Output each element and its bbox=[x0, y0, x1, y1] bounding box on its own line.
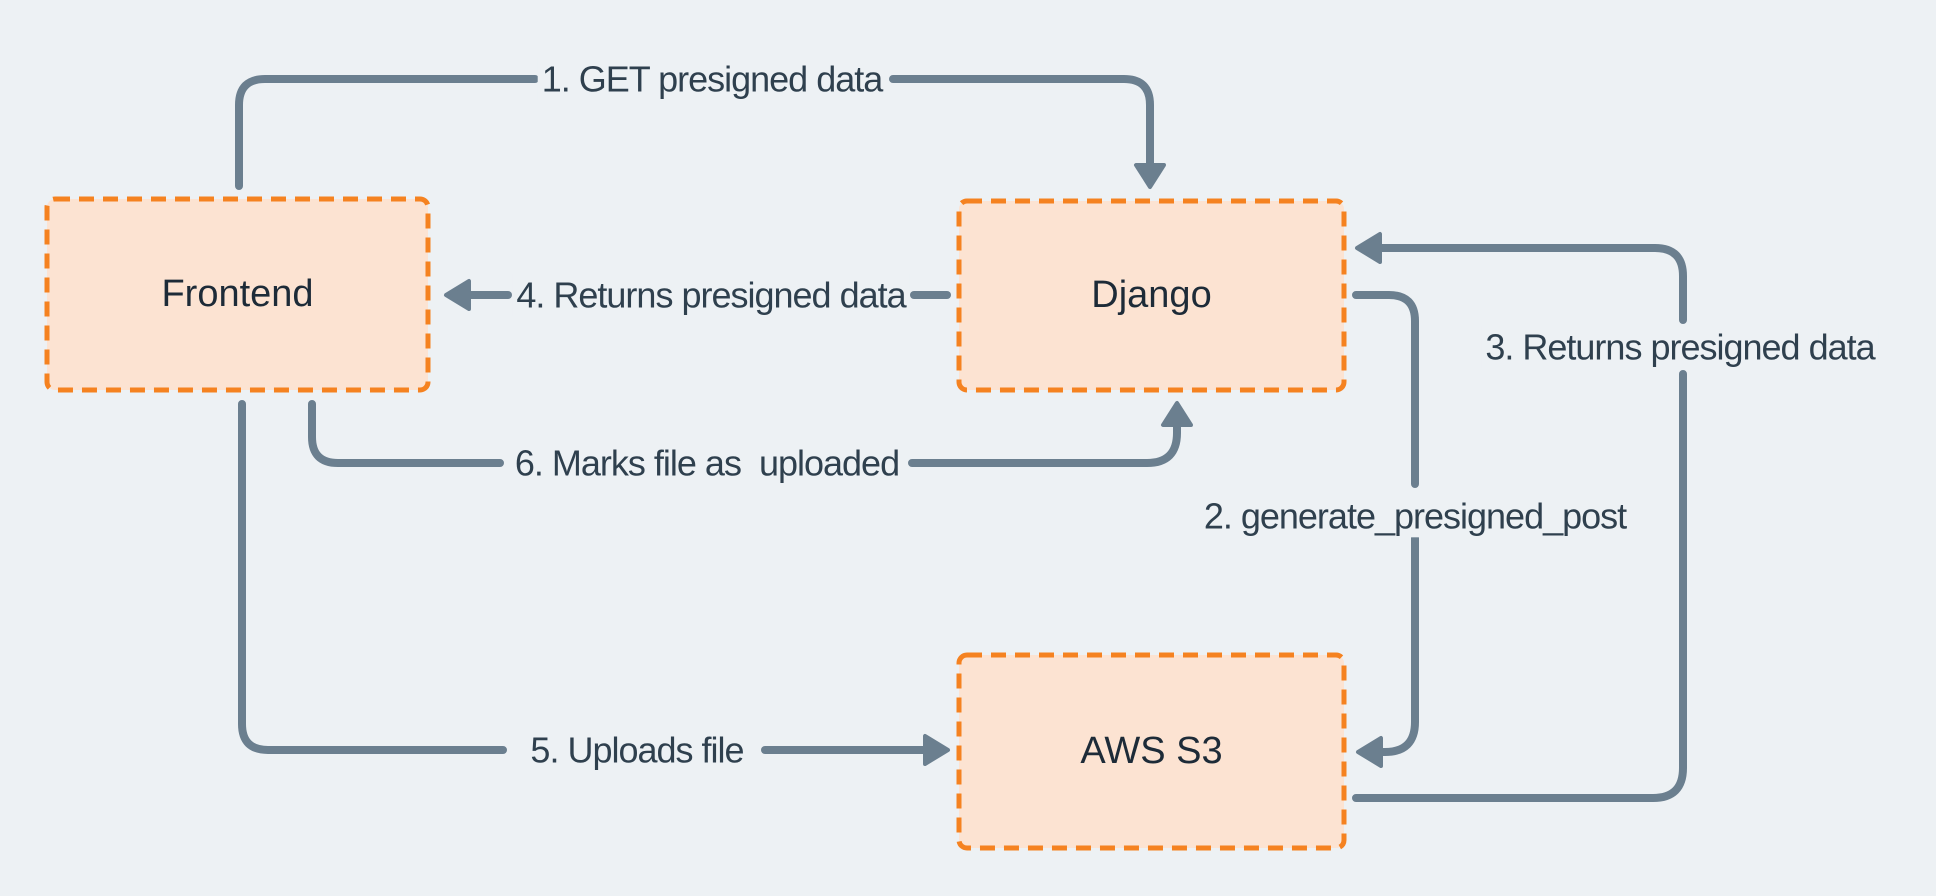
edge-2-path-top bbox=[1352, 291, 1419, 488]
edge-4-arrowhead bbox=[444, 279, 471, 311]
edge-6-path-left bbox=[308, 400, 504, 467]
edge-2-arrowhead bbox=[1356, 736, 1383, 768]
edge-3-path-bottom bbox=[1352, 370, 1687, 802]
edge-1-arrowhead bbox=[1134, 163, 1166, 189]
edge-1-path-left bbox=[235, 75, 539, 190]
django-box-outline bbox=[956, 198, 1347, 393]
edge-1-path-right bbox=[889, 75, 1154, 170]
edge-6-path-right bbox=[908, 420, 1181, 467]
edge-2-path-bottom bbox=[1377, 534, 1419, 756]
aws-s3-box-outline bbox=[956, 652, 1347, 851]
edge-6-arrowhead bbox=[1161, 401, 1193, 427]
edge-3-path-top bbox=[1376, 244, 1687, 324]
edge-3-arrowhead bbox=[1355, 232, 1382, 264]
edge-5-path-left bbox=[238, 400, 507, 754]
edge-5-arrowhead bbox=[923, 734, 950, 766]
frontend-box-outline bbox=[44, 196, 431, 393]
